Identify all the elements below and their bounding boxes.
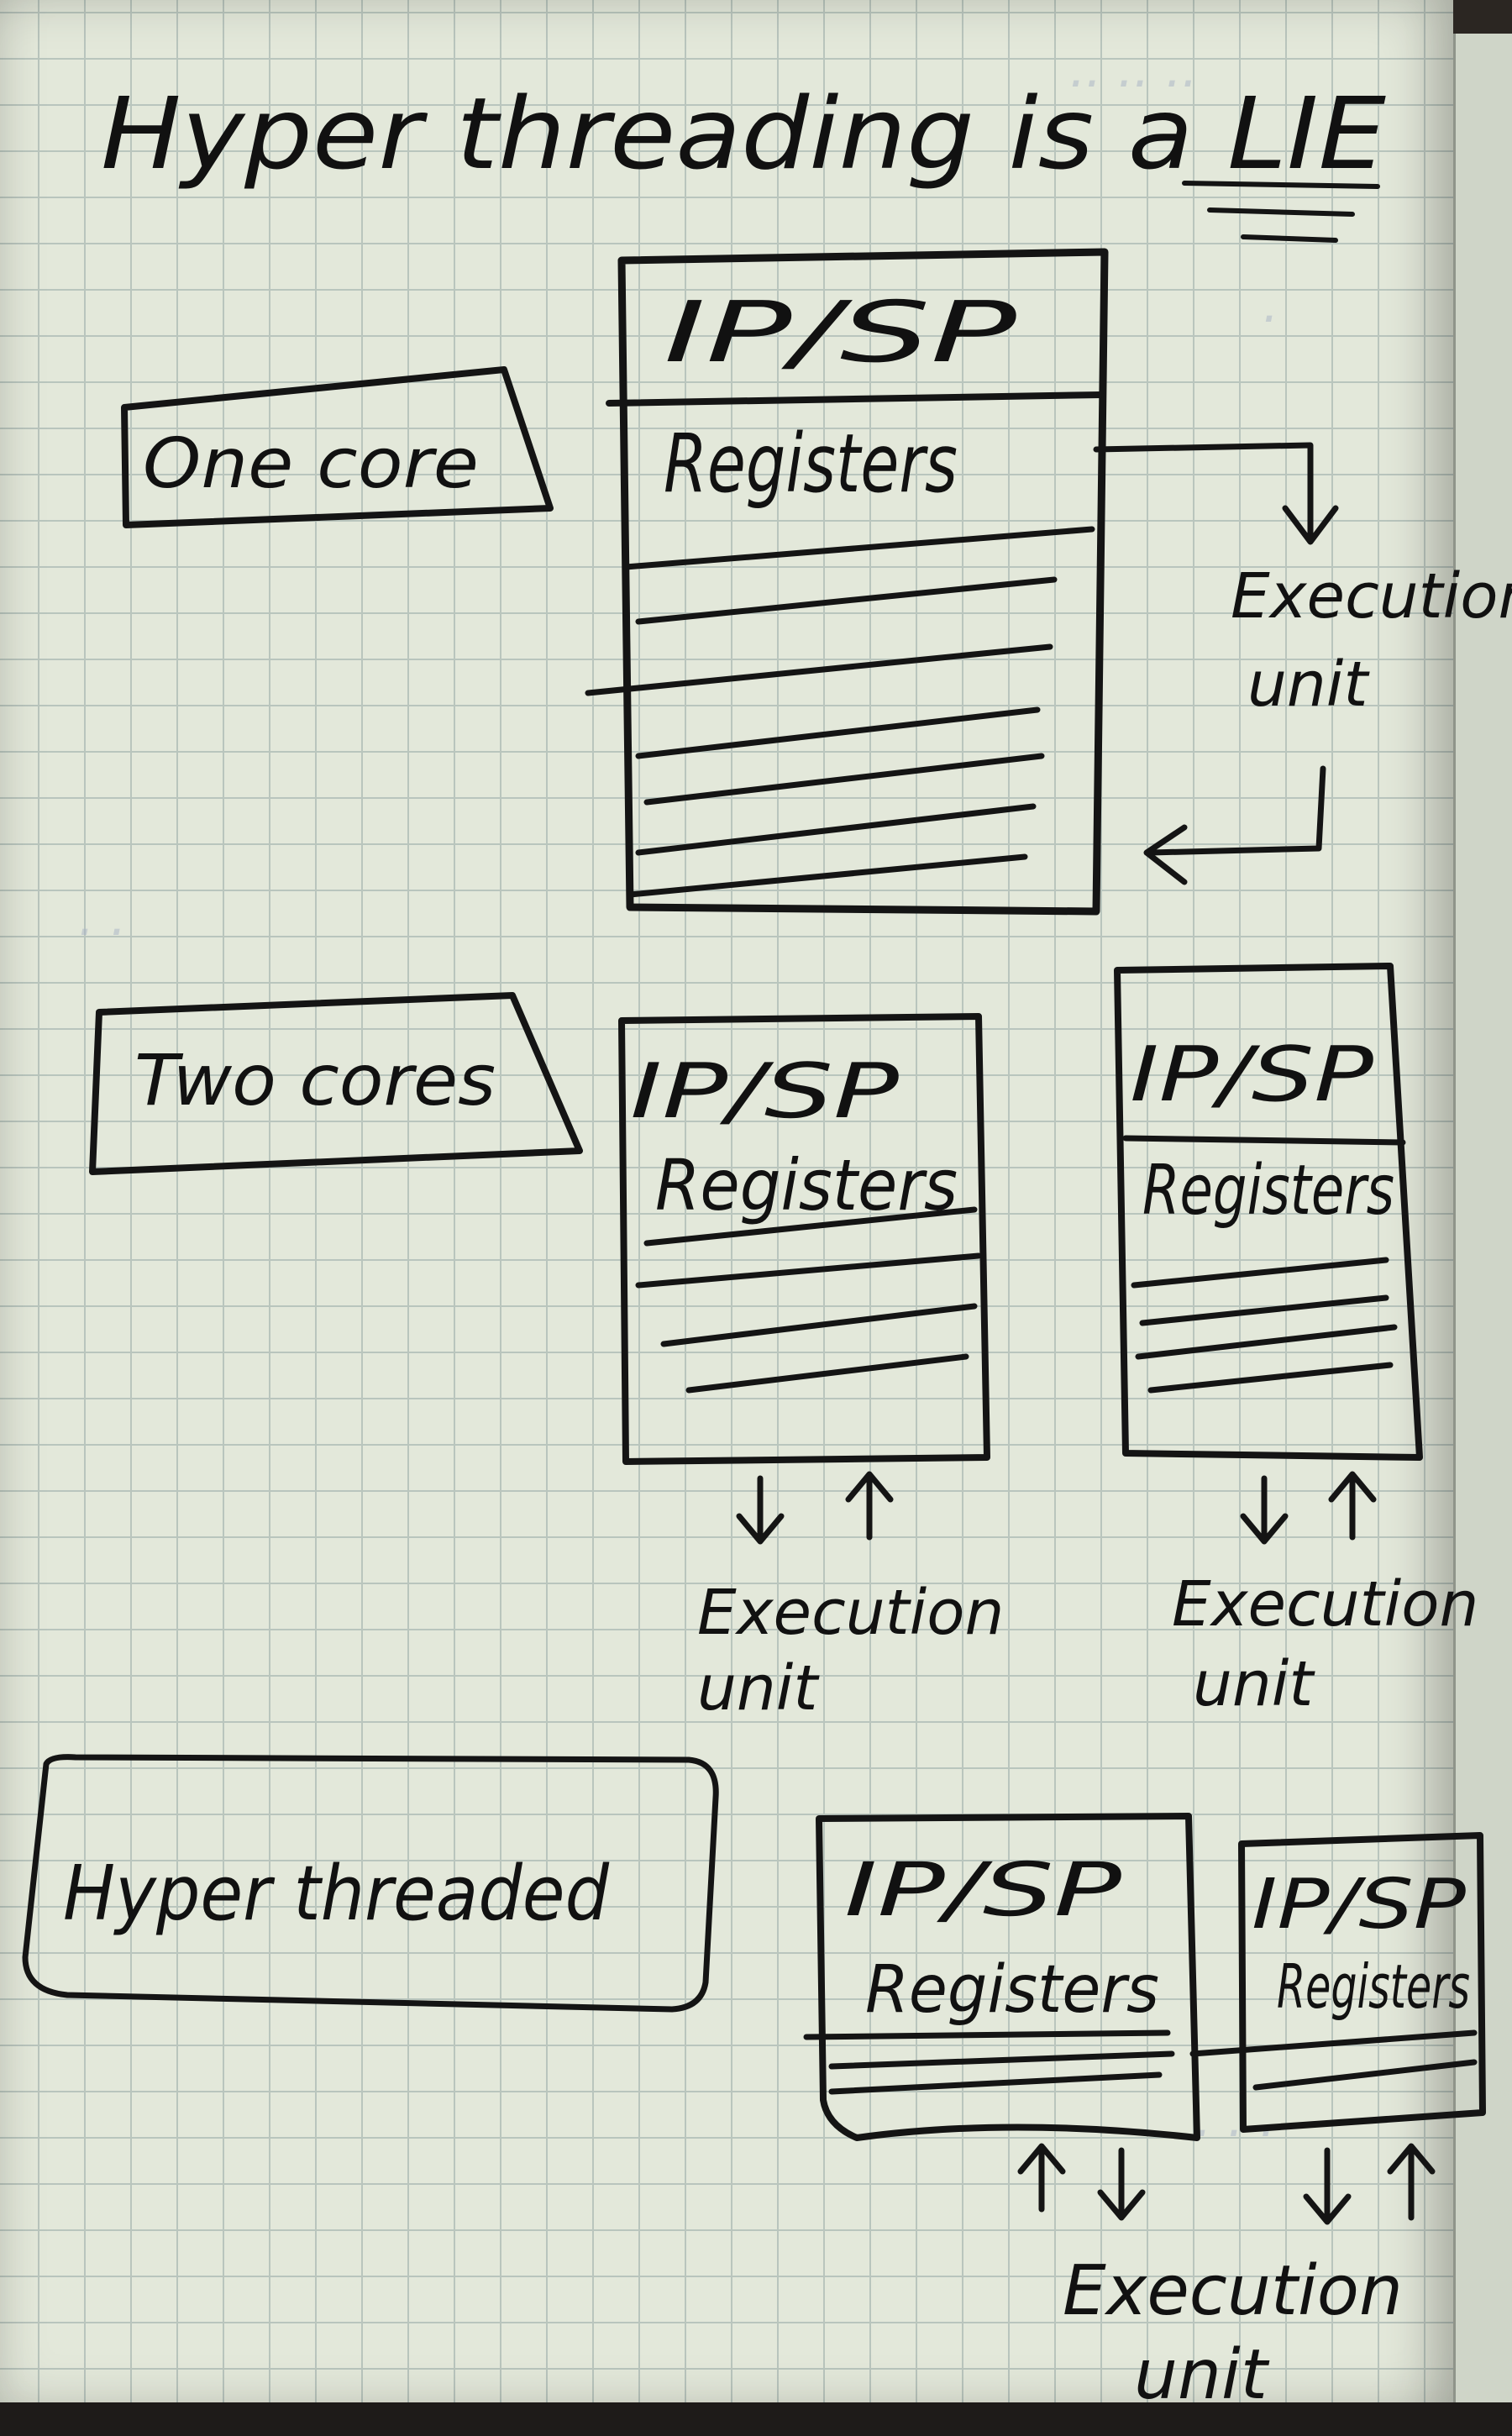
two-cores-core2-execution-label: Execution [1172, 1568, 1478, 1641]
one-core-execution-label: Execution [1231, 560, 1512, 633]
hyperthreaded-core2-lines [1189, 2029, 1478, 2091]
two-cores-core1-box [618, 1013, 990, 1465]
two-cores-core1-header: IP/SP [630, 1047, 900, 1136]
one-core-section: One core IP/SP Registers Execution unit [121, 248, 1512, 916]
two-cores-core2-box [1114, 963, 1423, 1461]
one-core-unit-label: unit [1247, 648, 1370, 721]
hyperthreaded-execution-unit: Execution unit [1063, 2251, 1425, 2415]
two-cores-core2-lines [1131, 1257, 1398, 1394]
one-core-register-lines [585, 526, 1095, 898]
two-cores-core1-registers: Registers [655, 1144, 958, 1226]
two-cores-core1-execution-label: Execution [697, 1577, 1004, 1649]
one-core-header: IP/SP [664, 283, 1017, 381]
hyperthreaded-core1-lines [803, 2029, 1175, 2095]
one-core-arrow-out-head [1282, 505, 1339, 545]
hyperthreaded-unit-label: unit [1134, 2335, 1270, 2415]
table-surface [0, 2402, 1512, 2436]
hyperthreaded-core1-box [816, 1813, 1200, 2141]
one-core-divider [606, 391, 1104, 407]
hyperthreaded-core1-registers: Registers [865, 1952, 1159, 2028]
two-cores-core2-execution-unit: Execution unit [1172, 1568, 1499, 1720]
two-cores-core1-lines [635, 1206, 982, 1394]
hyperthreaded-core2-box [1238, 1832, 1486, 2133]
one-core-arrow-in [1147, 765, 1326, 856]
two-cores-core1-unit-label: unit [697, 1652, 820, 1725]
hyperthreaded-core2-registers: Registers [1277, 1951, 1470, 2022]
two-cores-core2-header: IP/SP [1130, 1031, 1374, 1119]
two-cores-core2-arrows [1240, 1471, 1377, 1545]
two-cores-core1-execution-unit: Execution unit [697, 1577, 1024, 1725]
page-title: Hyper threading is a LIE [101, 76, 1386, 192]
one-core-arrow-out [1093, 442, 1314, 541]
hyperthreaded-label-box [22, 1754, 719, 2013]
bleed-through-marks: ·· ·· ·· · · · · · · [76, 55, 1276, 2163]
one-core-execution-unit: Execution unit [1231, 560, 1512, 721]
two-cores-core2-divider [1122, 1135, 1406, 1146]
svg-text:· ·: · · [76, 903, 123, 962]
two-cores-core2-registers: Registers [1142, 1151, 1394, 1231]
one-core-label: One core [143, 424, 479, 504]
title-underline [1182, 181, 1380, 243]
svg-text:·: · [1260, 290, 1276, 349]
two-cores-core2-unit-label: unit [1193, 1648, 1315, 1720]
two-cores-section: Two cores IP/SP Registers Execution unit… [89, 963, 1499, 1725]
hyperthreaded-shared-arrows [1017, 2143, 1436, 2225]
one-core-arrow-in-head [1143, 824, 1188, 885]
hyperthreaded-section: Hyper threaded IP/SP Registers IP/SP Reg… [22, 1754, 1486, 2415]
notebook-page [0, 0, 1453, 2436]
hyperthreaded-label: Hyper threaded [63, 1850, 610, 1938]
hyperthreaded-core2-header: IP/SP [1252, 1865, 1467, 1945]
two-cores-core1-arrows [736, 1471, 894, 1545]
svg-text:·· ·· ··: ·· ·· ·· [1067, 55, 1195, 113]
two-cores-label: Two cores [134, 1039, 496, 1121]
two-cores-label-box [89, 992, 583, 1175]
svg-text:· · ·: · · · [1193, 2104, 1273, 2163]
hyperthreaded-core1-header: IP/SP [844, 1846, 1121, 1933]
one-core-label-box [121, 366, 554, 528]
hyperthreaded-execution-label: Execution [1063, 2251, 1403, 2331]
one-core-registers: Registers [664, 417, 958, 511]
